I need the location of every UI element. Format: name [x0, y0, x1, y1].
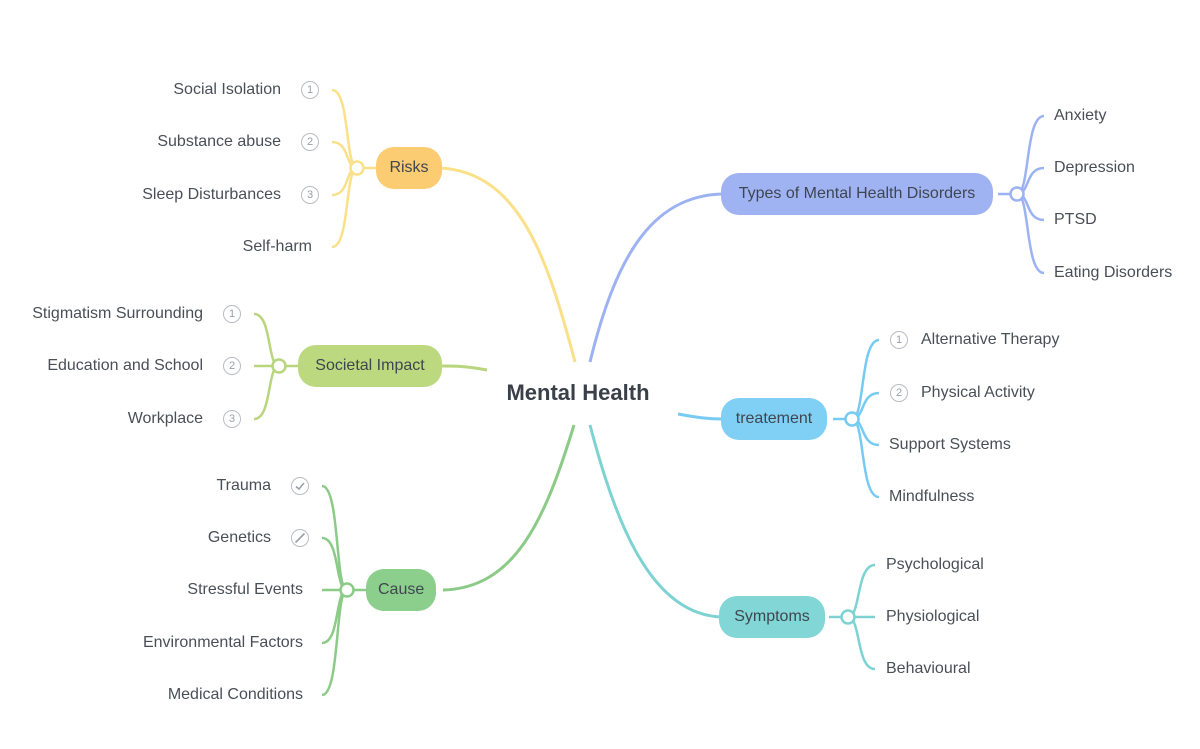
subtopic-treatment-2[interactable]: Physical Activity [921, 384, 1035, 401]
connector-risks [439, 166, 577, 363]
treatment-hub[interactable] [844, 411, 860, 427]
subtopic-societal-3[interactable]: Workplace [127, 410, 203, 427]
topic-risks[interactable]: Risks [376, 147, 442, 189]
subtopic-risks-2[interactable]: Substance abuse [157, 133, 281, 150]
subtopic-cause-4[interactable]: Environmental Factors [142, 634, 303, 651]
symptoms-hub[interactable] [840, 609, 856, 625]
subtopic-types-3[interactable]: PTSD [1054, 211, 1097, 228]
subtopic-societal-1[interactable]: Stigmatism Surrounding [32, 305, 203, 322]
connector-societal [441, 364, 488, 372]
connector-cause [442, 424, 576, 592]
connector-types [588, 192, 723, 363]
topic-types-of-disorders[interactable]: Types of Mental Health Disorders [721, 173, 993, 215]
subtopic-treatment-1[interactable]: Alternative Therapy [921, 331, 1060, 348]
priority-2-icon: 2 [223, 357, 241, 375]
subtopic-types-2[interactable]: Depression [1054, 159, 1135, 176]
priority-3-icon: 3 [301, 186, 319, 204]
prohibited-icon [291, 529, 309, 547]
societal-hub[interactable] [271, 358, 287, 374]
subtopic-cause-3[interactable]: Stressful Events [187, 581, 303, 598]
cause-hub[interactable] [339, 582, 355, 598]
priority-2-icon: 2 [890, 384, 908, 402]
subtopic-cause-1[interactable]: Trauma [216, 477, 271, 494]
central-topic[interactable]: Mental Health [506, 380, 650, 405]
subtopic-risks-1[interactable]: Social Isolation [173, 81, 281, 98]
priority-2-icon: 2 [301, 133, 319, 151]
topic-symptoms[interactable]: Symptoms [719, 596, 825, 638]
subtopic-symptoms-1[interactable]: Psychological [886, 556, 984, 573]
connector-symptoms [588, 424, 723, 619]
subtopic-cause-2[interactable]: Genetics [207, 529, 271, 546]
priority-1-icon: 1 [301, 81, 319, 99]
priority-1-icon: 1 [223, 305, 241, 323]
types-hub[interactable] [1009, 186, 1025, 202]
subtopic-symptoms-3[interactable]: Behavioural [886, 660, 971, 677]
subtopic-types-4[interactable]: Eating Disorders [1054, 264, 1173, 281]
subtopic-societal-2[interactable]: Education and School [47, 357, 203, 374]
topic-cause[interactable]: Cause [366, 569, 436, 611]
subtopic-types-1[interactable]: Anxiety [1054, 107, 1107, 124]
priority-3-icon: 3 [223, 410, 241, 428]
risks-hub[interactable] [349, 160, 365, 176]
subtopic-symptoms-2[interactable]: Physiological [886, 608, 980, 625]
priority-1-icon: 1 [890, 331, 908, 349]
subtopic-treatment-4[interactable]: Mindfulness [889, 488, 975, 505]
subtopic-cause-5[interactable]: Medical Conditions [167, 686, 303, 703]
subtopic-treatment-3[interactable]: Support Systems [889, 436, 1011, 453]
topic-societal-impact[interactable]: Societal Impact [298, 345, 442, 387]
subtopic-risks-4[interactable]: Self-harm [242, 238, 312, 255]
check-icon [291, 477, 309, 495]
topic-treatment[interactable]: treatement [721, 398, 827, 440]
connector-treatment [677, 412, 723, 421]
subtopic-risks-3[interactable]: Sleep Disturbances [142, 186, 281, 203]
